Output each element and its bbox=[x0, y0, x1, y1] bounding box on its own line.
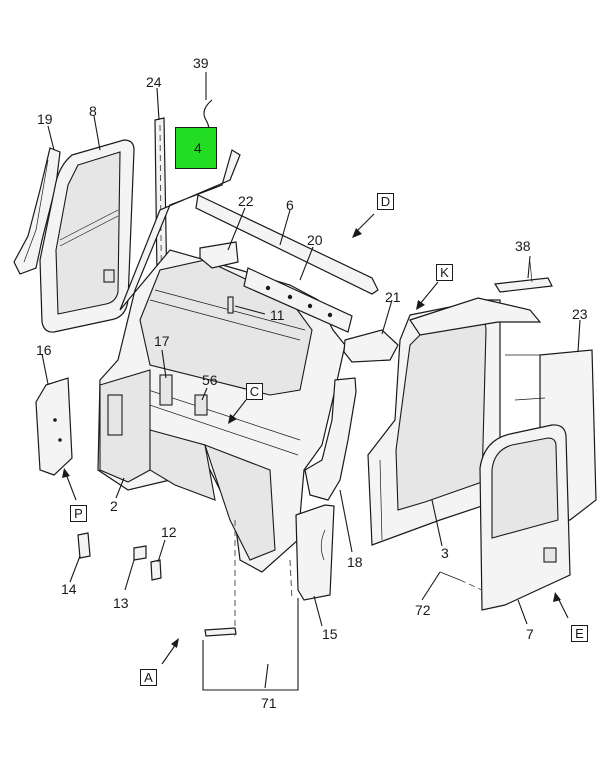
callout-15[interactable]: 15 bbox=[322, 626, 338, 642]
callout-72[interactable]: 72 bbox=[415, 602, 431, 618]
callout-8[interactable]: 8 bbox=[89, 103, 97, 119]
callout-39[interactable]: 39 bbox=[193, 55, 209, 71]
part-bracket-17 bbox=[159, 374, 173, 406]
leader-71 bbox=[202, 598, 299, 691]
part-door-window bbox=[491, 437, 559, 539]
callout-13[interactable]: 13 bbox=[113, 595, 129, 611]
part-floor-panel bbox=[149, 429, 216, 501]
part-a-pillar-trim bbox=[13, 147, 61, 275]
part-bracket-12 bbox=[150, 559, 162, 581]
callout-22[interactable]: 22 bbox=[238, 193, 254, 209]
part-bracket-56 bbox=[194, 394, 208, 416]
callout-71[interactable]: 71 bbox=[261, 695, 277, 711]
callout-23[interactable]: 23 bbox=[572, 306, 588, 322]
part-corner-trim-18 bbox=[304, 377, 357, 501]
view-label-d[interactable]: D bbox=[377, 193, 394, 210]
callout-14[interactable]: 14 bbox=[61, 581, 77, 597]
callout-20[interactable]: 20 bbox=[307, 232, 323, 248]
callout-24[interactable]: 24 bbox=[146, 74, 162, 90]
part-header-bar bbox=[195, 194, 379, 295]
callout-11[interactable]: 11 bbox=[270, 307, 285, 323]
view-label-a[interactable]: A bbox=[140, 669, 157, 686]
part-bolt-71 bbox=[204, 627, 237, 637]
part-header-trim bbox=[243, 267, 353, 333]
part-roof-rail bbox=[409, 297, 542, 336]
highlighted-callout[interactable]: 4 bbox=[175, 127, 217, 169]
callout-18[interactable]: 18 bbox=[347, 554, 363, 570]
callout-7[interactable]: 7 bbox=[526, 626, 534, 642]
view-label-p[interactable]: P bbox=[70, 505, 87, 522]
callout-21[interactable]: 21 bbox=[385, 289, 401, 305]
callout-17[interactable]: 17 bbox=[154, 333, 170, 349]
part-window-latch bbox=[103, 269, 115, 283]
callout-6[interactable]: 6 bbox=[286, 197, 294, 213]
view-label-k[interactable]: K bbox=[436, 264, 453, 281]
callout-38[interactable]: 38 bbox=[515, 238, 531, 254]
part-door-handle bbox=[543, 547, 557, 563]
callout-3[interactable]: 3 bbox=[441, 545, 449, 561]
callout-19[interactable]: 19 bbox=[37, 111, 53, 127]
part-bracket-14 bbox=[77, 532, 91, 559]
part-bracket-13 bbox=[133, 545, 147, 561]
view-label-e[interactable]: E bbox=[571, 625, 588, 642]
part-seal-strip-38 bbox=[493, 277, 553, 293]
part-door-opening bbox=[395, 319, 487, 511]
part-side-panel-16 bbox=[35, 377, 73, 476]
callout-56[interactable]: 56 bbox=[202, 372, 218, 388]
callout-16[interactable]: 16 bbox=[36, 342, 52, 358]
view-label-c[interactable]: C bbox=[246, 383, 263, 400]
part-clip-11 bbox=[227, 296, 234, 314]
part-lower-panel bbox=[204, 444, 276, 561]
callout-12[interactable]: 12 bbox=[161, 524, 177, 540]
part-pillar-panel-15 bbox=[295, 504, 335, 601]
part-visor-21 bbox=[343, 329, 399, 363]
part-vent bbox=[107, 394, 123, 436]
callout-2[interactable]: 2 bbox=[110, 498, 118, 514]
